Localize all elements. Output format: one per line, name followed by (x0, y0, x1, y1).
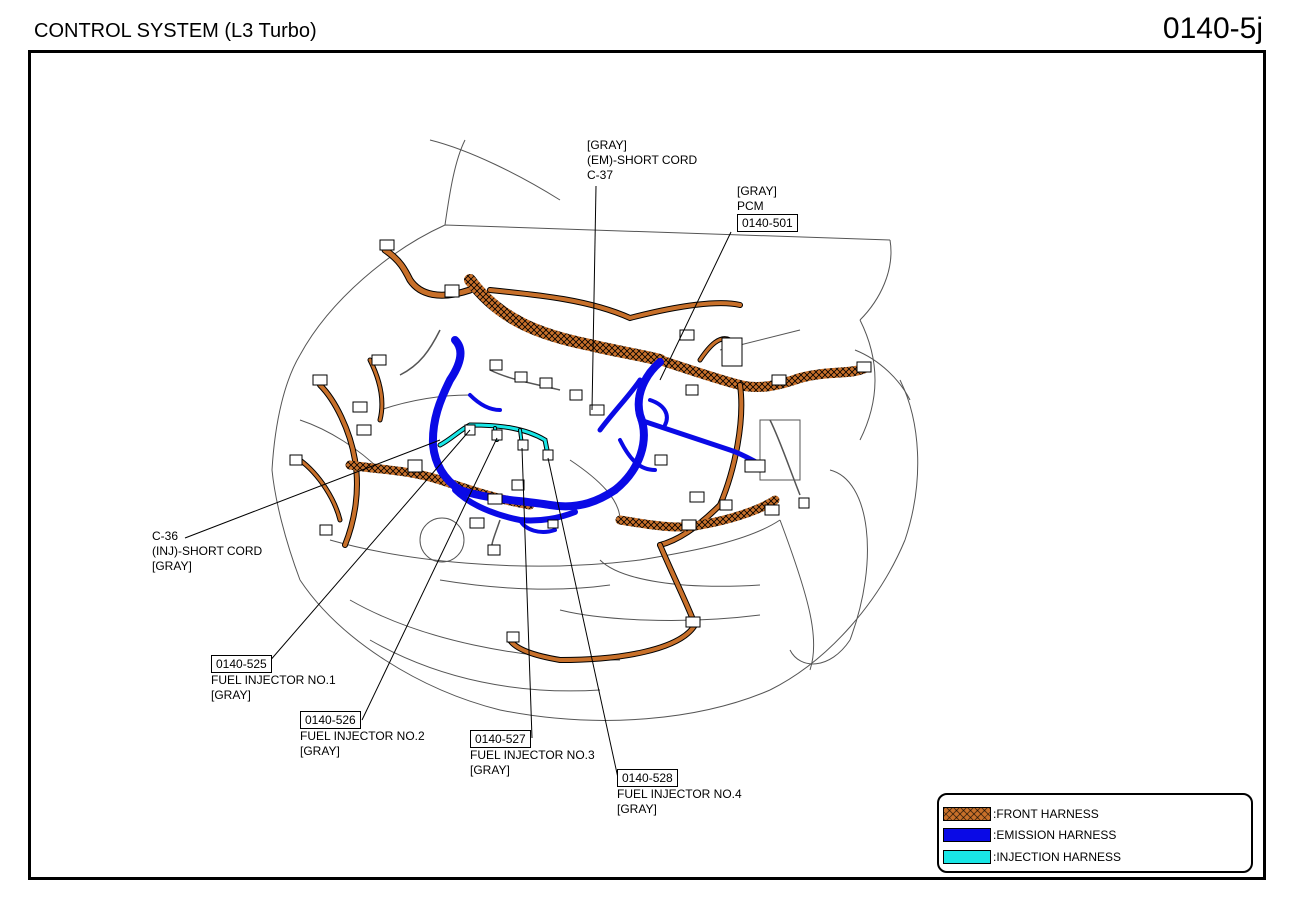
injection-harness-swatch (943, 850, 991, 864)
label-pcm: [GRAY] PCM 0140-501 (737, 184, 798, 232)
label-inj3: 0140-527 FUEL INJECTOR NO.3 [GRAY] (470, 730, 595, 777)
ref-box-inj3: 0140-527 (470, 730, 531, 748)
page-title: CONTROL SYSTEM (L3 Turbo) (34, 20, 317, 42)
emission-harness-swatch (943, 828, 991, 842)
legend-item-front-harness: :FRONT HARNESS (943, 806, 1099, 822)
leader-inj1 (267, 429, 471, 664)
legend-item-injection-harness: :INJECTION HARNESS (943, 849, 1121, 865)
label-c37: [GRAY] (EM)-SHORT CORD C-37 (587, 138, 698, 182)
leader-inj4 (547, 457, 619, 779)
leader-c37 (591, 185, 597, 411)
label-inj1: 0140-525 FUEL INJECTOR NO.1 [GRAY] (211, 655, 336, 702)
ref-box-inj2: 0140-526 (300, 711, 361, 729)
connectors (289, 239, 872, 643)
leader-pcm (659, 231, 732, 381)
ref-box-pcm: 0140-501 (737, 214, 798, 232)
legend-item-emission-harness: :EMISSION HARNESS (943, 827, 1116, 843)
front-harness-swatch (943, 807, 991, 821)
ref-box-inj1: 0140-525 (211, 655, 272, 673)
label-inj4: 0140-528 FUEL INJECTOR NO.4 [GRAY] (617, 769, 742, 816)
leader-c36 (184, 439, 441, 539)
legend: :FRONT HARNESS :EMISSION HARNESS :INJECT… (937, 793, 1253, 873)
label-inj2: 0140-526 FUEL INJECTOR NO.2 [GRAY] (300, 711, 425, 758)
diagram-frame (28, 50, 1266, 880)
ref-box-inj4: 0140-528 (617, 769, 678, 787)
label-c36: C-36 (INJ)-SHORT CORD [GRAY] (152, 529, 263, 573)
page-code: 0140-5j (1162, 12, 1263, 45)
leader-inj3 (521, 447, 533, 739)
leader-inj2 (361, 437, 498, 721)
